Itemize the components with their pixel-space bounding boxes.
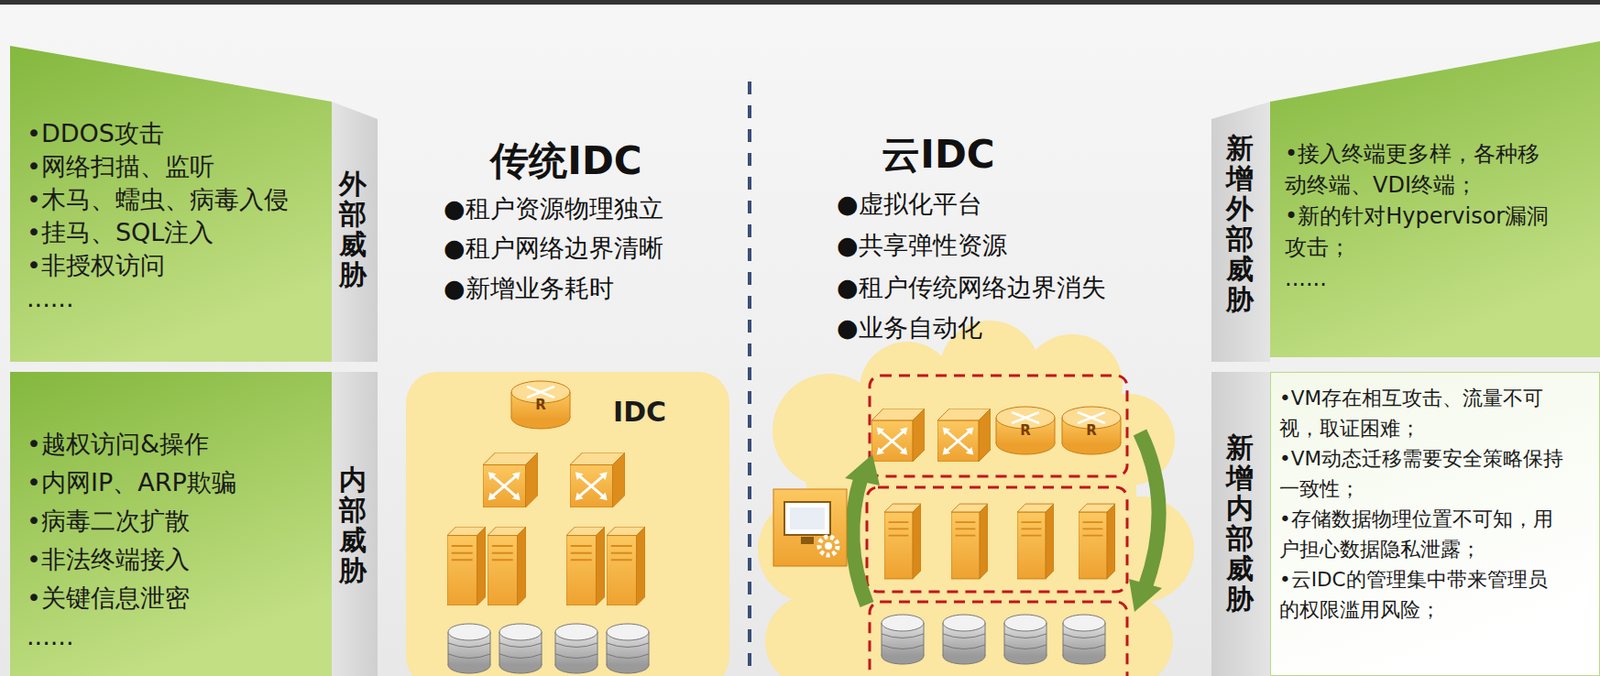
- threat-item: •新的针对Hypervisor漏洞攻击；: [1284, 200, 1560, 264]
- heading: 传统IDC: [490, 135, 642, 187]
- threat-item: ......: [26, 617, 325, 657]
- threat-item: •非授权访问: [26, 249, 325, 283]
- panel-shape: [1270, 41, 1600, 358]
- heading: R: [1019, 422, 1031, 439]
- heading: 云IDC: [881, 129, 995, 181]
- threat-item: •非法终端接入: [26, 540, 325, 580]
- threat-item: •云IDC的管理集中带来管理员的权限滥用风险；: [1279, 564, 1566, 625]
- feature-item: ●租户传统网络边界消失: [836, 271, 1107, 305]
- threat-item: •网络扫描、监听: [26, 150, 325, 184]
- side-heading: 内部威胁: [339, 464, 367, 586]
- feature-item: ●共享弹性资源: [836, 229, 1008, 263]
- feature-item: ●租户资源物理独立: [443, 192, 664, 226]
- box-label: IDC: [613, 395, 723, 429]
- threat-item: •内网IP、ARP欺骗: [26, 463, 325, 503]
- feature-item: ●业务自动化: [836, 311, 983, 345]
- side-heading: 新增外部威胁: [1226, 132, 1254, 315]
- heading: R: [535, 396, 547, 414]
- threat-item: •关键信息泄密: [26, 579, 325, 618]
- threat-panel: •接入终端更多样，各种移动终端、VDI终端；•新的针对Hypervisor漏洞攻…: [1270, 41, 1600, 358]
- threat-panel: •DDOS攻击•网络扫描、监听•木马、蠕虫、病毒入侵•挂马、SQL注入•非授权访…: [10, 45, 332, 362]
- threat-item: •越权访问&操作: [26, 425, 325, 464]
- threat-item: •DDOS攻击: [26, 117, 325, 151]
- threat-item: ......: [1284, 263, 1560, 295]
- side-heading: 新增内部威胁: [1226, 432, 1254, 614]
- idc-box: IDC: [405, 372, 730, 676]
- threat-item: •VM动态迁移需要安全策略保持一致性；: [1279, 443, 1566, 505]
- feature-item: ●虚拟化平台: [836, 187, 983, 221]
- threat-item: •木马、蠕虫、病毒入侵: [26, 183, 325, 217]
- heading: R: [1085, 422, 1097, 439]
- threat-item: •挂马、SQL注入: [26, 216, 325, 250]
- feature-item: ●新增业务耗时: [443, 272, 614, 306]
- threat-item: •接入终端更多样，各种移动终端、VDI终端；: [1284, 138, 1560, 201]
- threat-panel: •VM存在相互攻击、流量不可视，取证困难；•VM动态迁移需要安全策略保持一致性；…: [1270, 372, 1600, 676]
- threat-panel: •越权访问&操作•内网IP、ARP欺骗•病毒二次扩散•非法终端接入•关键信息泄密…: [10, 372, 332, 676]
- threat-item: •病毒二次扩散: [26, 502, 325, 541]
- threat-item: •存储数据物理位置不可知，用户担心数据隐私泄露；: [1279, 504, 1566, 565]
- side-heading: 外部威胁: [339, 168, 367, 290]
- threat-item: ......: [26, 282, 325, 316]
- feature-item: ●租户网络边界清晰: [443, 231, 664, 265]
- threat-item: •VM存在相互攻击、流量不可视，取证困难；: [1279, 383, 1566, 444]
